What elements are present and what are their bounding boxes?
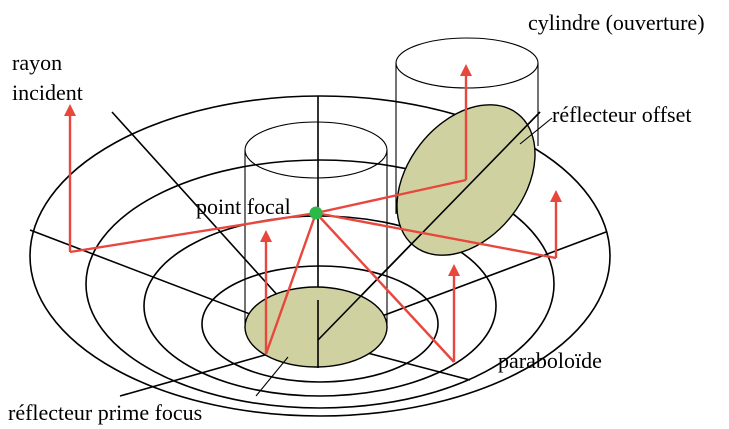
label-prime-focus-reflector: réflecteur prime focus [8, 400, 202, 425]
leader-offset-reflector [519, 117, 553, 145]
rays [64, 64, 562, 363]
label-ray-line2: incident [12, 80, 83, 105]
label-ray-line1: rayon [12, 50, 62, 75]
central-cylinder [244, 121, 388, 328]
paraboloid-rings [29, 95, 611, 417]
ray-reflected-bottom [315, 212, 455, 363]
label-paraboloid: paraboloïde [498, 348, 602, 373]
ring-1 [29, 95, 611, 417]
central-cylinder-top [244, 121, 388, 179]
ring-4 [201, 265, 439, 383]
prime-focus-reflector-disc [244, 286, 388, 368]
ray-reflected-prime [264, 212, 318, 355]
leader-prime-focus [255, 356, 289, 397]
ray-reflected-right [315, 211, 557, 260]
meridian-over-offset [317, 111, 541, 341]
label-cylinder: cylindre (ouverture) [528, 10, 705, 35]
ray-reflected-offset [315, 178, 467, 215]
ring-2 [85, 159, 555, 409]
label-focal-point: point focal [196, 194, 291, 219]
ray-reflected-left [69, 211, 317, 254]
focal-point-dot [309, 206, 323, 220]
label-offset-reflector: réflecteur offset [552, 102, 691, 127]
